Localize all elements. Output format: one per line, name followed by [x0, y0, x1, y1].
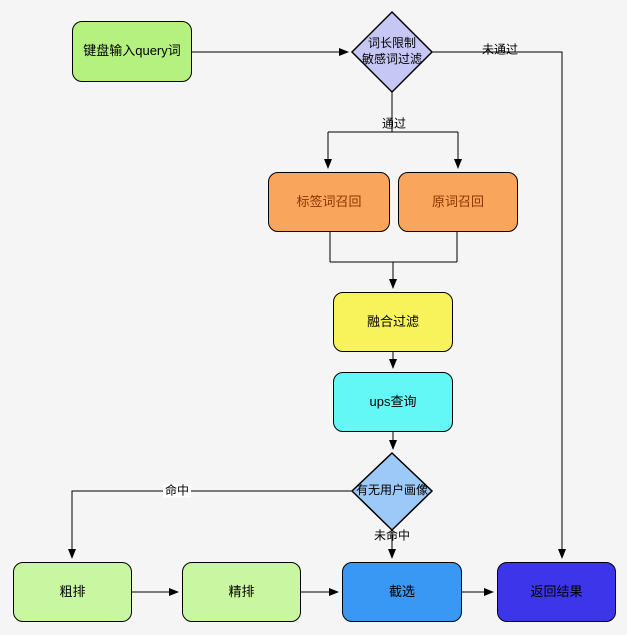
edge-label-not-pass: 未通过 — [481, 42, 519, 57]
edge-profile-to-rough-hit — [68, 490, 352, 559]
node-keyboard-input-query: 键盘输入query词 — [72, 21, 192, 82]
edge-label-pass: 通过 — [381, 116, 407, 131]
node-ups-query: ups查询 — [333, 372, 453, 432]
node-fine-rank: 精排 — [182, 562, 301, 622]
edge-filter-to-return-notpass — [432, 51, 566, 559]
decision-user-profile-shape — [350, 451, 434, 532]
node-truncate-select: 截选 — [342, 562, 462, 622]
edge-label-miss: 未命中 — [373, 528, 411, 543]
edge-label-hit: 命中 — [162, 483, 192, 498]
node-rough-rank: 粗排 — [13, 562, 132, 622]
node-tag-word-recall: 标签词召回 — [268, 172, 390, 232]
node-origin-word-recall: 原词召回 — [398, 172, 518, 232]
node-fusion-filter: 融合过滤 — [333, 292, 453, 352]
node-return-result: 返回结果 — [497, 562, 616, 622]
decision-word-filter-shape — [350, 10, 434, 94]
